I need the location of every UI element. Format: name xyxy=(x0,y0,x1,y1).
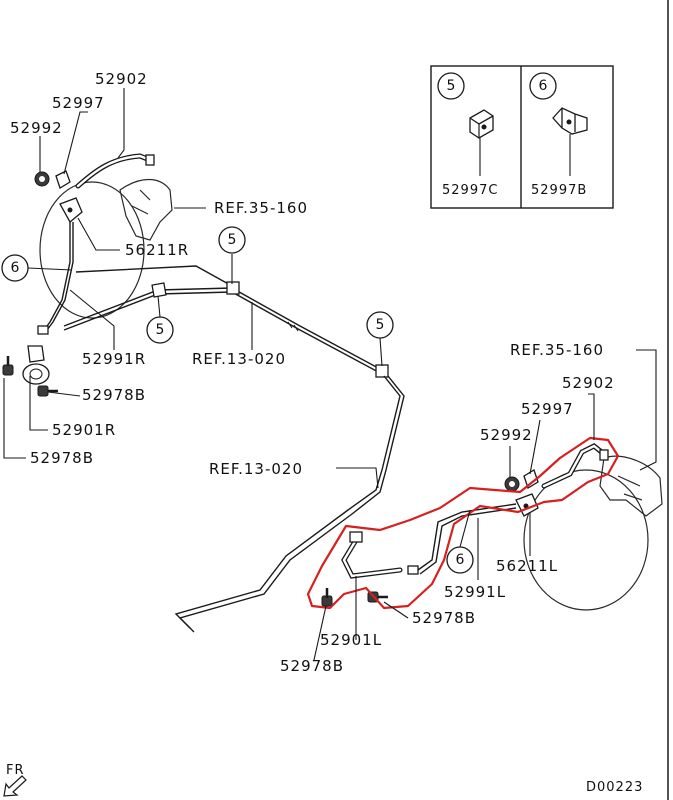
label-56211R: 56211R xyxy=(125,241,189,259)
brake-pipe-52991R xyxy=(43,222,71,331)
label-ref-13-020-mid: REF.13-020 xyxy=(209,460,303,478)
label-52978B-right-b: 52978B xyxy=(280,657,344,675)
inset-callout-6: 6 xyxy=(539,78,548,94)
bolt-52978B-left-a xyxy=(37,385,58,397)
label-52978B-left-a: 52978B xyxy=(82,386,146,404)
highlight-outline xyxy=(306,436,620,610)
grommet-52992-left xyxy=(504,476,520,492)
bolt-52978B-right-b xyxy=(321,588,333,607)
label-52901L: 52901L xyxy=(320,631,382,649)
diagram-code: D00223 xyxy=(586,780,643,795)
callout-5-right: 5 xyxy=(366,311,394,367)
left-knuckle-drawing xyxy=(39,178,173,319)
inset-part-52997B: 52997B xyxy=(531,183,587,198)
right-knuckle-drawing xyxy=(523,455,663,611)
svg-text:5: 5 xyxy=(228,232,237,248)
callout-6-lower: 6 xyxy=(446,509,474,574)
svg-text:6: 6 xyxy=(456,552,465,568)
label-52992-right: 52992 xyxy=(10,119,63,137)
label-52997-right: 52997 xyxy=(52,94,105,112)
inset-callout-5: 5 xyxy=(447,78,456,94)
label-52991R: 52991R xyxy=(82,350,146,368)
label-52992-left: 52992 xyxy=(480,426,533,444)
svg-text:5: 5 xyxy=(156,322,165,338)
label-56211L: 56211L xyxy=(496,557,558,575)
front-arrow-icon xyxy=(3,775,27,797)
bracket-56211R xyxy=(59,197,83,224)
main-brake-pipe-lower xyxy=(174,375,401,629)
grommet-52992-right xyxy=(34,171,50,187)
label-52902-left: 52902 xyxy=(562,374,615,392)
label-52978B-right-a: 52978B xyxy=(412,609,476,627)
label-ref-35-160-left: REF.35-160 xyxy=(214,199,308,217)
clip-52997C-drawing xyxy=(469,109,494,176)
label-ref-13-020-top: REF.13-020 xyxy=(192,350,286,368)
callout-5-mid: 5 xyxy=(146,295,174,344)
callout-6-left: 6 xyxy=(1,254,73,282)
svg-text:6: 6 xyxy=(11,260,20,276)
bolt-52978B-left-b xyxy=(2,356,14,376)
front-direction-indicator: FR xyxy=(3,763,27,797)
label-52901R: 52901R xyxy=(52,421,116,439)
clip-52997-right xyxy=(55,170,71,189)
label-52902-right: 52902 xyxy=(95,70,148,88)
detail-inset: 5 6 52997C 52997B xyxy=(430,65,614,209)
caliper-bracket-52901R xyxy=(22,345,50,385)
label-52997-left: 52997 xyxy=(521,400,574,418)
label-52991L: 52991L xyxy=(444,583,506,601)
front-label: FR xyxy=(6,763,25,778)
svg-text:5: 5 xyxy=(376,317,385,333)
label-ref-35-160-right: REF.35-160 xyxy=(510,341,604,359)
clip-52997B-drawing xyxy=(552,107,588,176)
brake-pipe-52991L xyxy=(417,503,517,571)
callout-5-top: 5 xyxy=(218,226,246,284)
label-52978B-left-b: 52978B xyxy=(30,449,94,467)
inset-part-52997C: 52997C xyxy=(442,183,498,198)
